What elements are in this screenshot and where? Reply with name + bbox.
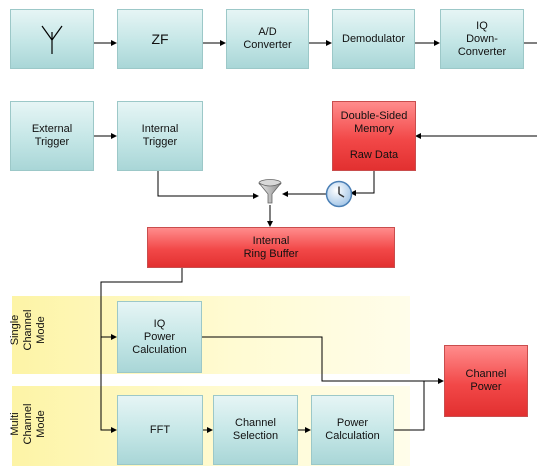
- arrow-trigger-funnel: [157, 171, 259, 199]
- channel-power-box: Channel Power: [444, 345, 528, 417]
- double-sided-memory-box: Double-Sided Memory Raw Data: [332, 101, 416, 171]
- clock-icon: [325, 180, 353, 208]
- iq-down-converter-label: IQ Down- Converter: [457, 19, 507, 58]
- external-trigger-box: External Trigger: [10, 101, 94, 171]
- ad-converter-label: A/D Converter: [243, 26, 292, 51]
- arrow-iq-channelpower: [202, 336, 444, 384]
- demodulator-box: Demodulator: [332, 9, 415, 69]
- power-calculation-box: Power Calculation: [311, 395, 394, 465]
- internal-trigger-box: Internal Trigger: [117, 101, 203, 171]
- antenna-icon: [41, 25, 63, 54]
- iq-down-converter-box: IQ Down- Converter: [440, 9, 524, 69]
- line-power-channelpower: [394, 381, 425, 431]
- demodulator-label: Demodulator: [342, 32, 405, 45]
- internal-trigger-label: Internal Trigger: [141, 123, 179, 148]
- channel-selection-label: Channel Selection: [232, 417, 279, 442]
- arrow-buffer-fft: [100, 268, 183, 433]
- channel-power-label: Channel Power: [465, 368, 507, 393]
- channel-selection-box: Channel Selection: [213, 395, 298, 465]
- internal-ring-buffer-box: Internal Ring Buffer: [147, 227, 395, 268]
- fft-box: FFT: [117, 395, 203, 465]
- double-sided-memory-label: Double-Sided Memory Raw Data: [340, 110, 408, 161]
- fft-label: FFT: [149, 423, 171, 436]
- funnel-icon: [258, 179, 282, 204]
- ad-converter-box: A/D Converter: [226, 9, 309, 69]
- external-trigger-label: External Trigger: [31, 123, 73, 148]
- single-channel-band: [12, 296, 410, 374]
- arrow-memory-clock: [350, 171, 375, 196]
- zf-label: ZF: [151, 30, 169, 47]
- zf-box: ZF: [117, 9, 203, 69]
- antenna-box: [10, 9, 94, 69]
- iq-power-calculation-label: IQ Power Calculation: [132, 317, 187, 356]
- internal-ring-buffer-label: Internal Ring Buffer: [243, 234, 299, 260]
- iq-power-calculation-box: IQ Power Calculation: [117, 301, 202, 373]
- power-calculation-label: Power Calculation: [325, 417, 380, 442]
